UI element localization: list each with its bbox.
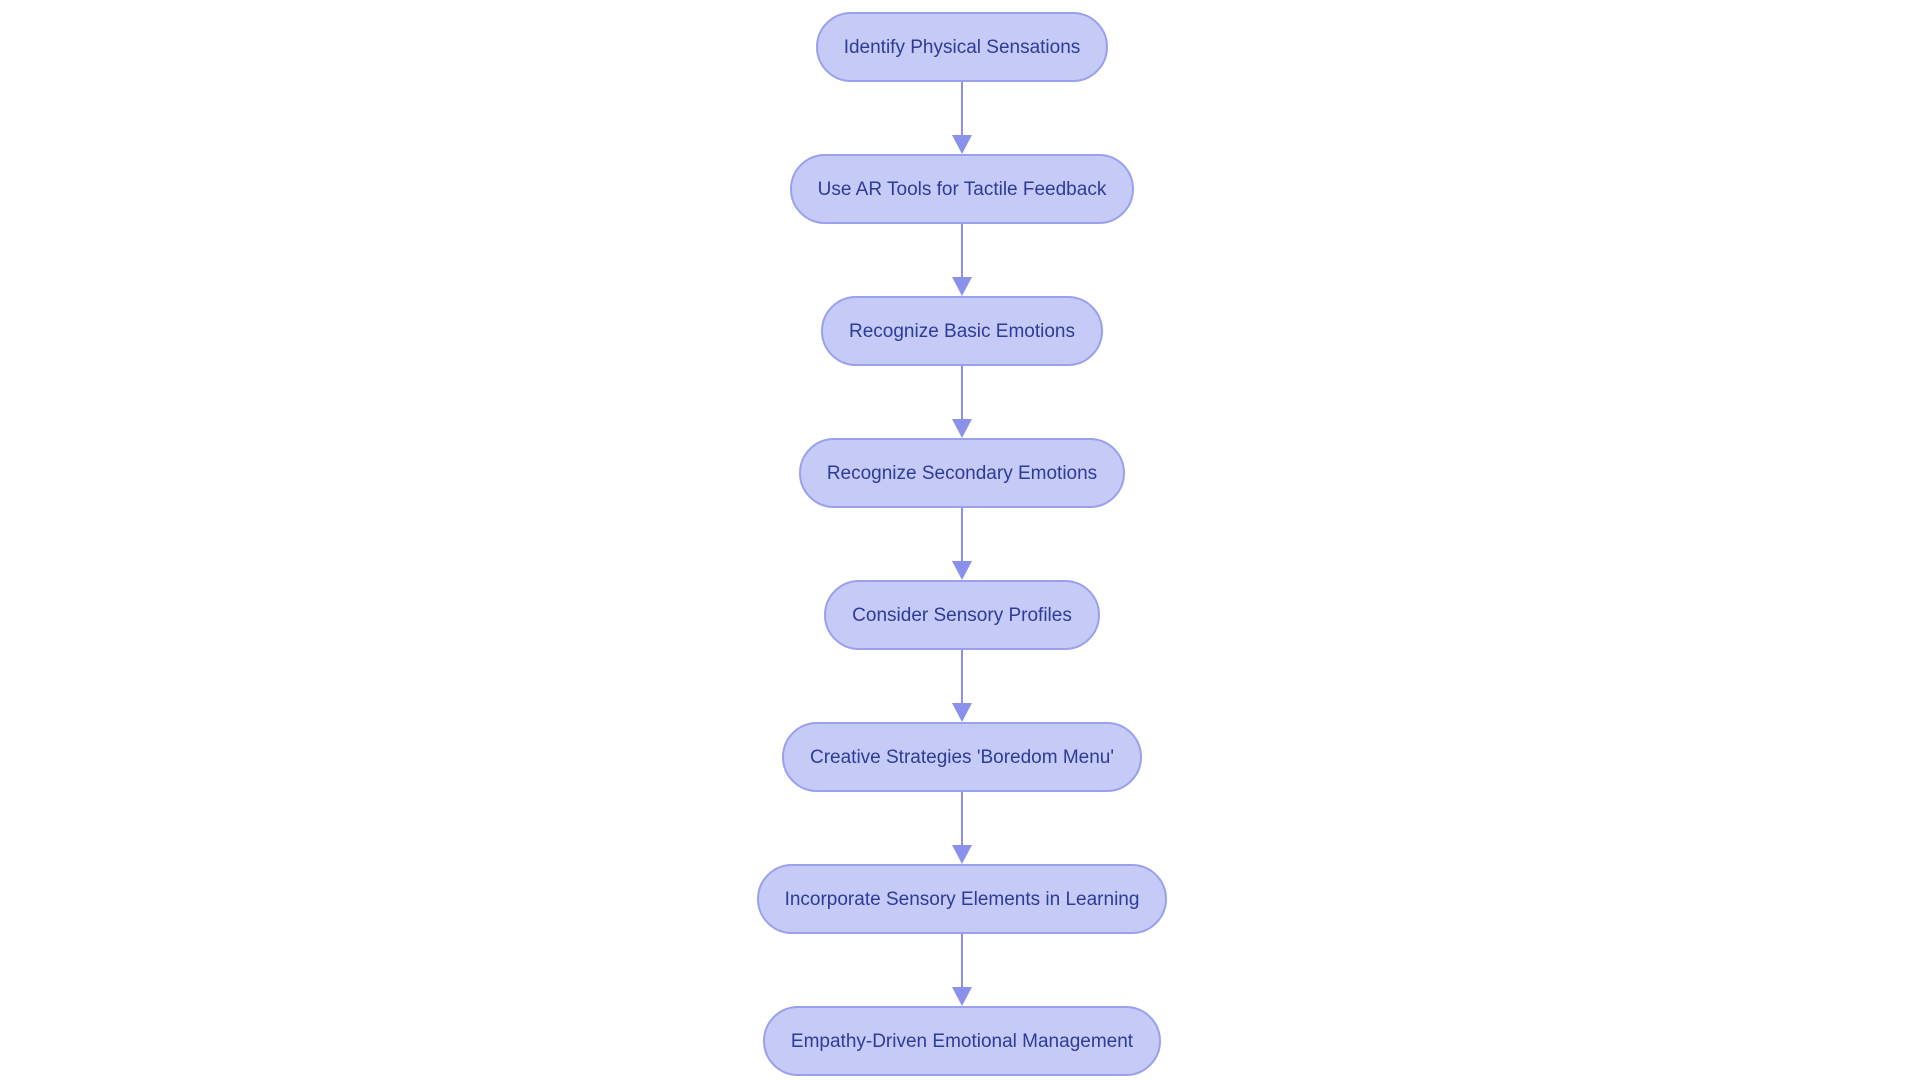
flow-node-label: Consider Sensory Profiles <box>852 604 1072 626</box>
arrow-down-icon <box>952 135 972 154</box>
arrow-down-icon <box>952 845 972 864</box>
flow-node-3: Recognize Basic Emotions <box>821 296 1103 366</box>
flow-node-label: Incorporate Sensory Elements in Learning <box>784 888 1140 910</box>
arrow-down-icon <box>952 277 972 296</box>
arrow-down-icon <box>952 703 972 722</box>
arrow-line <box>960 508 964 561</box>
flow-node-label: Use AR Tools for Tactile Feedback <box>817 178 1107 200</box>
arrow-down-icon <box>952 987 972 1006</box>
flow-node-5: Consider Sensory Profiles <box>824 580 1100 650</box>
flow-node-label: Empathy-Driven Emotional Management <box>790 1030 1134 1052</box>
arrow-down-icon <box>952 561 972 580</box>
flow-node-2: Use AR Tools for Tactile Feedback <box>789 154 1135 224</box>
flow-node-6: Creative Strategies 'Boredom Menu' <box>781 722 1142 792</box>
arrow-connector <box>951 792 973 864</box>
arrow-connector <box>951 508 973 580</box>
arrow-connector <box>951 82 973 154</box>
flow-node-label: Identify Physical Sensations <box>843 36 1081 58</box>
arrow-connector <box>951 224 973 296</box>
arrow-line <box>960 650 964 703</box>
arrow-line <box>960 792 964 845</box>
flow-node-label: Recognize Basic Emotions <box>849 320 1075 342</box>
arrow-connector <box>951 934 973 1006</box>
arrow-line <box>960 366 964 419</box>
arrow-line <box>960 82 964 135</box>
arrow-line <box>960 934 964 987</box>
flow-node-8: Empathy-Driven Emotional Management <box>762 1006 1162 1076</box>
arrow-connector <box>951 650 973 722</box>
flow-node-7: Incorporate Sensory Elements in Learning <box>756 864 1168 934</box>
arrow-down-icon <box>952 419 972 438</box>
flow-node-1: Identify Physical Sensations <box>815 12 1109 82</box>
flow-node-4: Recognize Secondary Emotions <box>798 438 1126 508</box>
flow-node-label: Creative Strategies 'Boredom Menu' <box>809 746 1114 768</box>
arrow-line <box>960 224 964 277</box>
flow-node-label: Recognize Secondary Emotions <box>826 462 1098 484</box>
arrow-connector <box>951 366 973 438</box>
